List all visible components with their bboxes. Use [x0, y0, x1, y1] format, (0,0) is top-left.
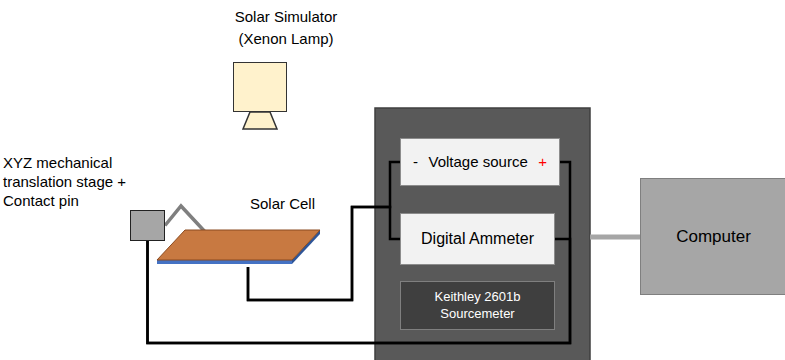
node-heading: Solar Simulator (Xenon Lamp) [221, 6, 351, 50]
solar-cell: Solar Cell [155, 229, 323, 267]
cell-front-edge [157, 260, 292, 264]
data-cable [590, 235, 640, 240]
box-label: Digital Ammeter [421, 229, 534, 249]
translation-stage: XYZ mechanical translation stage + Conta… [130, 210, 165, 241]
computer: Computer [640, 178, 785, 295]
box-label: Computer [676, 226, 751, 247]
ammeter: Digital Ammeter [400, 213, 555, 265]
node-heading: Solar Cell [250, 195, 315, 213]
solar-cell-shape [155, 229, 323, 267]
xenon-lamp: Solar Simulator (Xenon Lamp) [233, 62, 287, 112]
lamp-base [243, 112, 277, 129]
sourcemeter-housing [375, 108, 590, 360]
box-label: Keithley 2601b Sourcemeter [409, 289, 546, 322]
box-label: + [538, 153, 547, 172]
node-heading: XYZ mechanical translation stage + Conta… [3, 153, 143, 210]
voltage-source: -Voltage source + [400, 138, 560, 186]
box-label: Voltage source [428, 153, 527, 172]
sourcemeter-label-box: Keithley 2601b Sourcemeter [400, 281, 555, 330]
wire [148, 162, 571, 343]
cell-top-face [157, 230, 320, 260]
box-label: - [413, 153, 418, 172]
